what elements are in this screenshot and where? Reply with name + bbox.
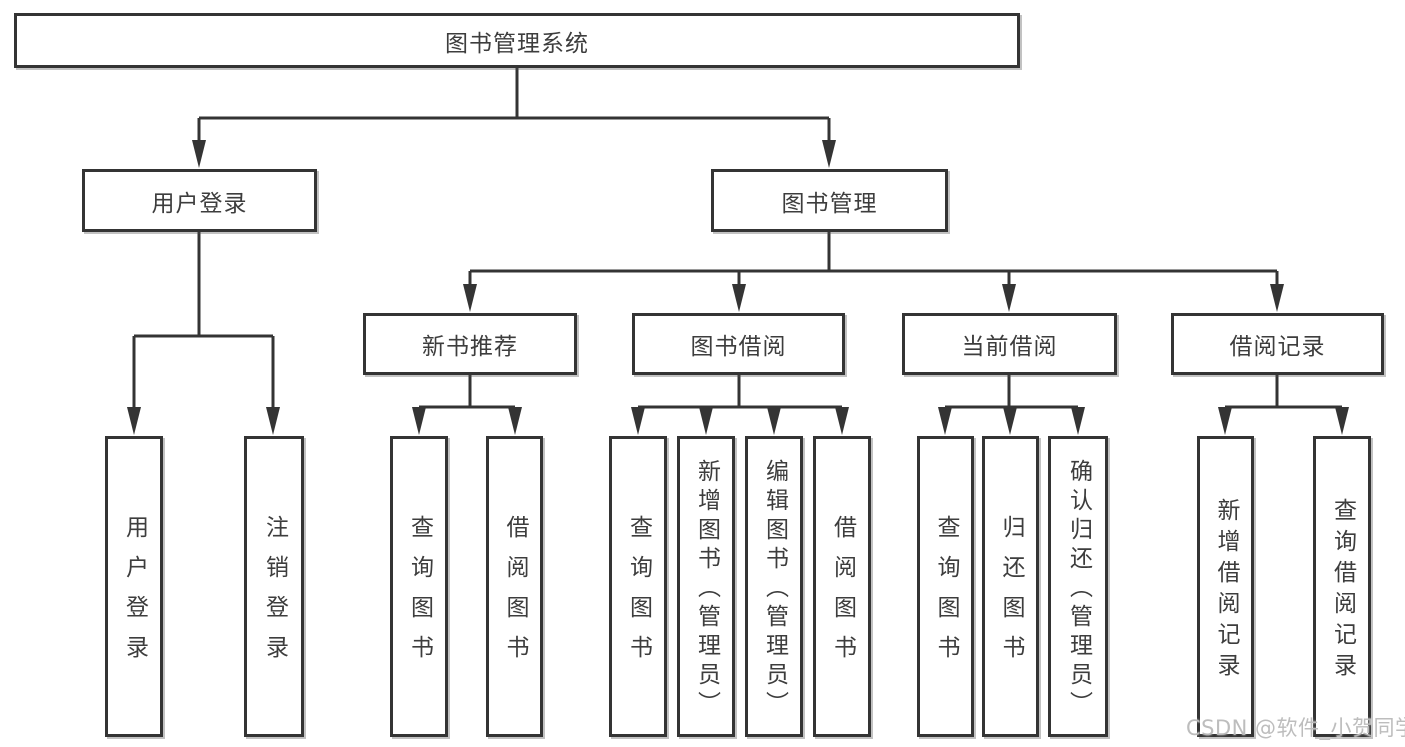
leaf-borrow-books-recommend-label: 借阅图书 (502, 515, 528, 675)
leaf-add-book-admin: 新增图书（管理员） (677, 436, 735, 737)
leaf-borrow-books-recommend: 借阅图书 (486, 436, 543, 737)
leaf-confirm-return-admin: 确认归还（管理员） (1048, 436, 1108, 737)
leaf-query-books-borrowing-label: 查询图书 (625, 515, 652, 675)
leaf-add-borrow-record-label: 新增借阅记录 (1213, 497, 1239, 684)
leaf-query-books-recommend-label: 查询图书 (406, 515, 433, 675)
node-library-system-label: 图书管理系统 (445, 30, 589, 57)
leaf-query-borrow-record-label: 查询借阅记录 (1329, 497, 1356, 684)
leaf-borrow-books-borrowing-label: 借阅图书 (829, 515, 856, 675)
leaf-borrow-books-borrowing: 借阅图书 (813, 436, 871, 737)
node-new-book-recommend: 新书推荐 (363, 313, 577, 375)
leaf-return-book-label: 归还图书 (998, 515, 1024, 675)
node-current-borrowing: 当前借阅 (902, 313, 1117, 375)
connector-book-management (468, 230, 1279, 292)
node-user-login-label: 用户登录 (151, 190, 248, 217)
connector-book-borrowing (636, 373, 844, 420)
node-new-book-recommend-label: 新书推荐 (422, 334, 518, 360)
leaf-logout: 注销登录 (244, 436, 304, 737)
leaf-query-books-current: 查询图书 (917, 436, 974, 737)
leaf-edit-book-admin-label: 编辑图书（管理员） (761, 459, 788, 720)
connector-borrow-records (1223, 373, 1344, 420)
node-current-borrowing-label: 当前借阅 (961, 334, 1058, 360)
leaf-user-login-label: 用户登录 (121, 515, 148, 675)
connector-root (197, 65, 831, 150)
leaf-logout-label: 注销登录 (261, 515, 288, 675)
connector-user-login (132, 230, 275, 415)
leaf-add-book-admin-label: 新增图书（管理员） (693, 459, 720, 720)
connector-new-book-recommend (417, 373, 517, 420)
leaf-query-borrow-record: 查询借阅记录 (1313, 436, 1371, 737)
connector-current-borrowing (943, 373, 1080, 420)
leaf-user-login: 用户登录 (105, 436, 163, 737)
node-borrow-records: 借阅记录 (1171, 313, 1384, 375)
leaf-edit-book-admin: 编辑图书（管理员） (745, 436, 803, 737)
node-book-borrowing-label: 图书借阅 (690, 334, 787, 360)
node-book-management-label: 图书管理 (781, 190, 878, 217)
leaf-confirm-return-admin-label: 确认归还（管理员） (1065, 459, 1092, 720)
watermark: CSDN @软件_小贺同学 (1186, 716, 1405, 740)
leaf-return-book: 归还图书 (982, 436, 1039, 737)
node-borrow-records-label: 借阅记录 (1229, 334, 1326, 360)
node-library-system: 图书管理系统 (14, 13, 1020, 68)
node-book-borrowing: 图书借阅 (632, 313, 845, 375)
leaf-add-borrow-record: 新增借阅记录 (1197, 436, 1254, 737)
node-user-login: 用户登录 (82, 169, 317, 232)
leaf-query-books-current-label: 查询图书 (933, 515, 959, 675)
leaf-query-books-recommend: 查询图书 (390, 436, 448, 737)
node-book-management: 图书管理 (711, 169, 948, 232)
leaf-query-books-borrowing: 查询图书 (609, 436, 667, 737)
